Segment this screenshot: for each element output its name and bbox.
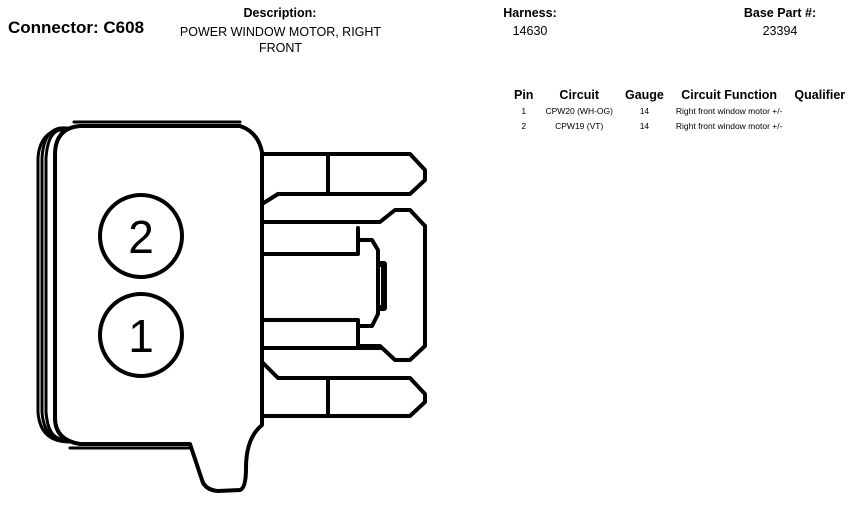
pin-1: 1 — [98, 292, 184, 378]
cell-function: Right front window motor +/- — [675, 105, 783, 116]
description-label: Description: — [243, 6, 317, 20]
base-part-value: 23394 — [762, 24, 798, 38]
cell-pin: 2 — [521, 120, 527, 131]
connector-title: Connector: C608 — [8, 18, 145, 37]
connector-housing — [53, 124, 264, 493]
col-pin: Pin — [514, 87, 534, 102]
lower-latch — [260, 346, 427, 418]
upper-latch — [260, 152, 427, 228]
harness-label: Harness: — [503, 6, 557, 20]
cell-circuit: CPW20 (WH-OG) — [545, 105, 613, 116]
locking-tab — [260, 224, 427, 362]
pin-table: Pin Circuit Gauge Circuit Function Quali… — [508, 86, 851, 133]
housing-left-edge — [36, 120, 242, 450]
harness-value: 14630 — [512, 24, 548, 38]
col-qualifier: Qualifier — [794, 87, 846, 102]
pin-table-header: Pin Circuit Gauge Circuit Function Quali… — [508, 86, 851, 103]
cell-pin: 1 — [521, 105, 527, 116]
cell-circuit: CPW19 (VT) — [555, 120, 604, 131]
pin-1-circle — [98, 292, 184, 378]
pin-1-label: 1 — [128, 310, 154, 362]
table-row: 2 CPW19 (VT) 14 Right front window motor… — [508, 118, 851, 133]
pin-2: 2 — [98, 193, 184, 279]
pin-2-label: 2 — [128, 211, 154, 263]
description-value: POWER WINDOW MOTOR, RIGHT FRONT — [179, 25, 382, 55]
cell-gauge: 14 — [639, 105, 650, 116]
col-gauge: Gauge — [624, 87, 664, 102]
cell-function: Right front window motor +/- — [675, 120, 783, 131]
table-row: 1 CPW20 (WH-OG) 14 Right front window mo… — [508, 103, 851, 118]
pin-2-circle — [98, 193, 184, 279]
col-circuit: Circuit — [559, 87, 600, 102]
cell-gauge: 14 — [639, 120, 650, 131]
base-part-label: Base Part #: — [743, 6, 817, 20]
col-circuit-function: Circuit Function — [681, 87, 778, 102]
